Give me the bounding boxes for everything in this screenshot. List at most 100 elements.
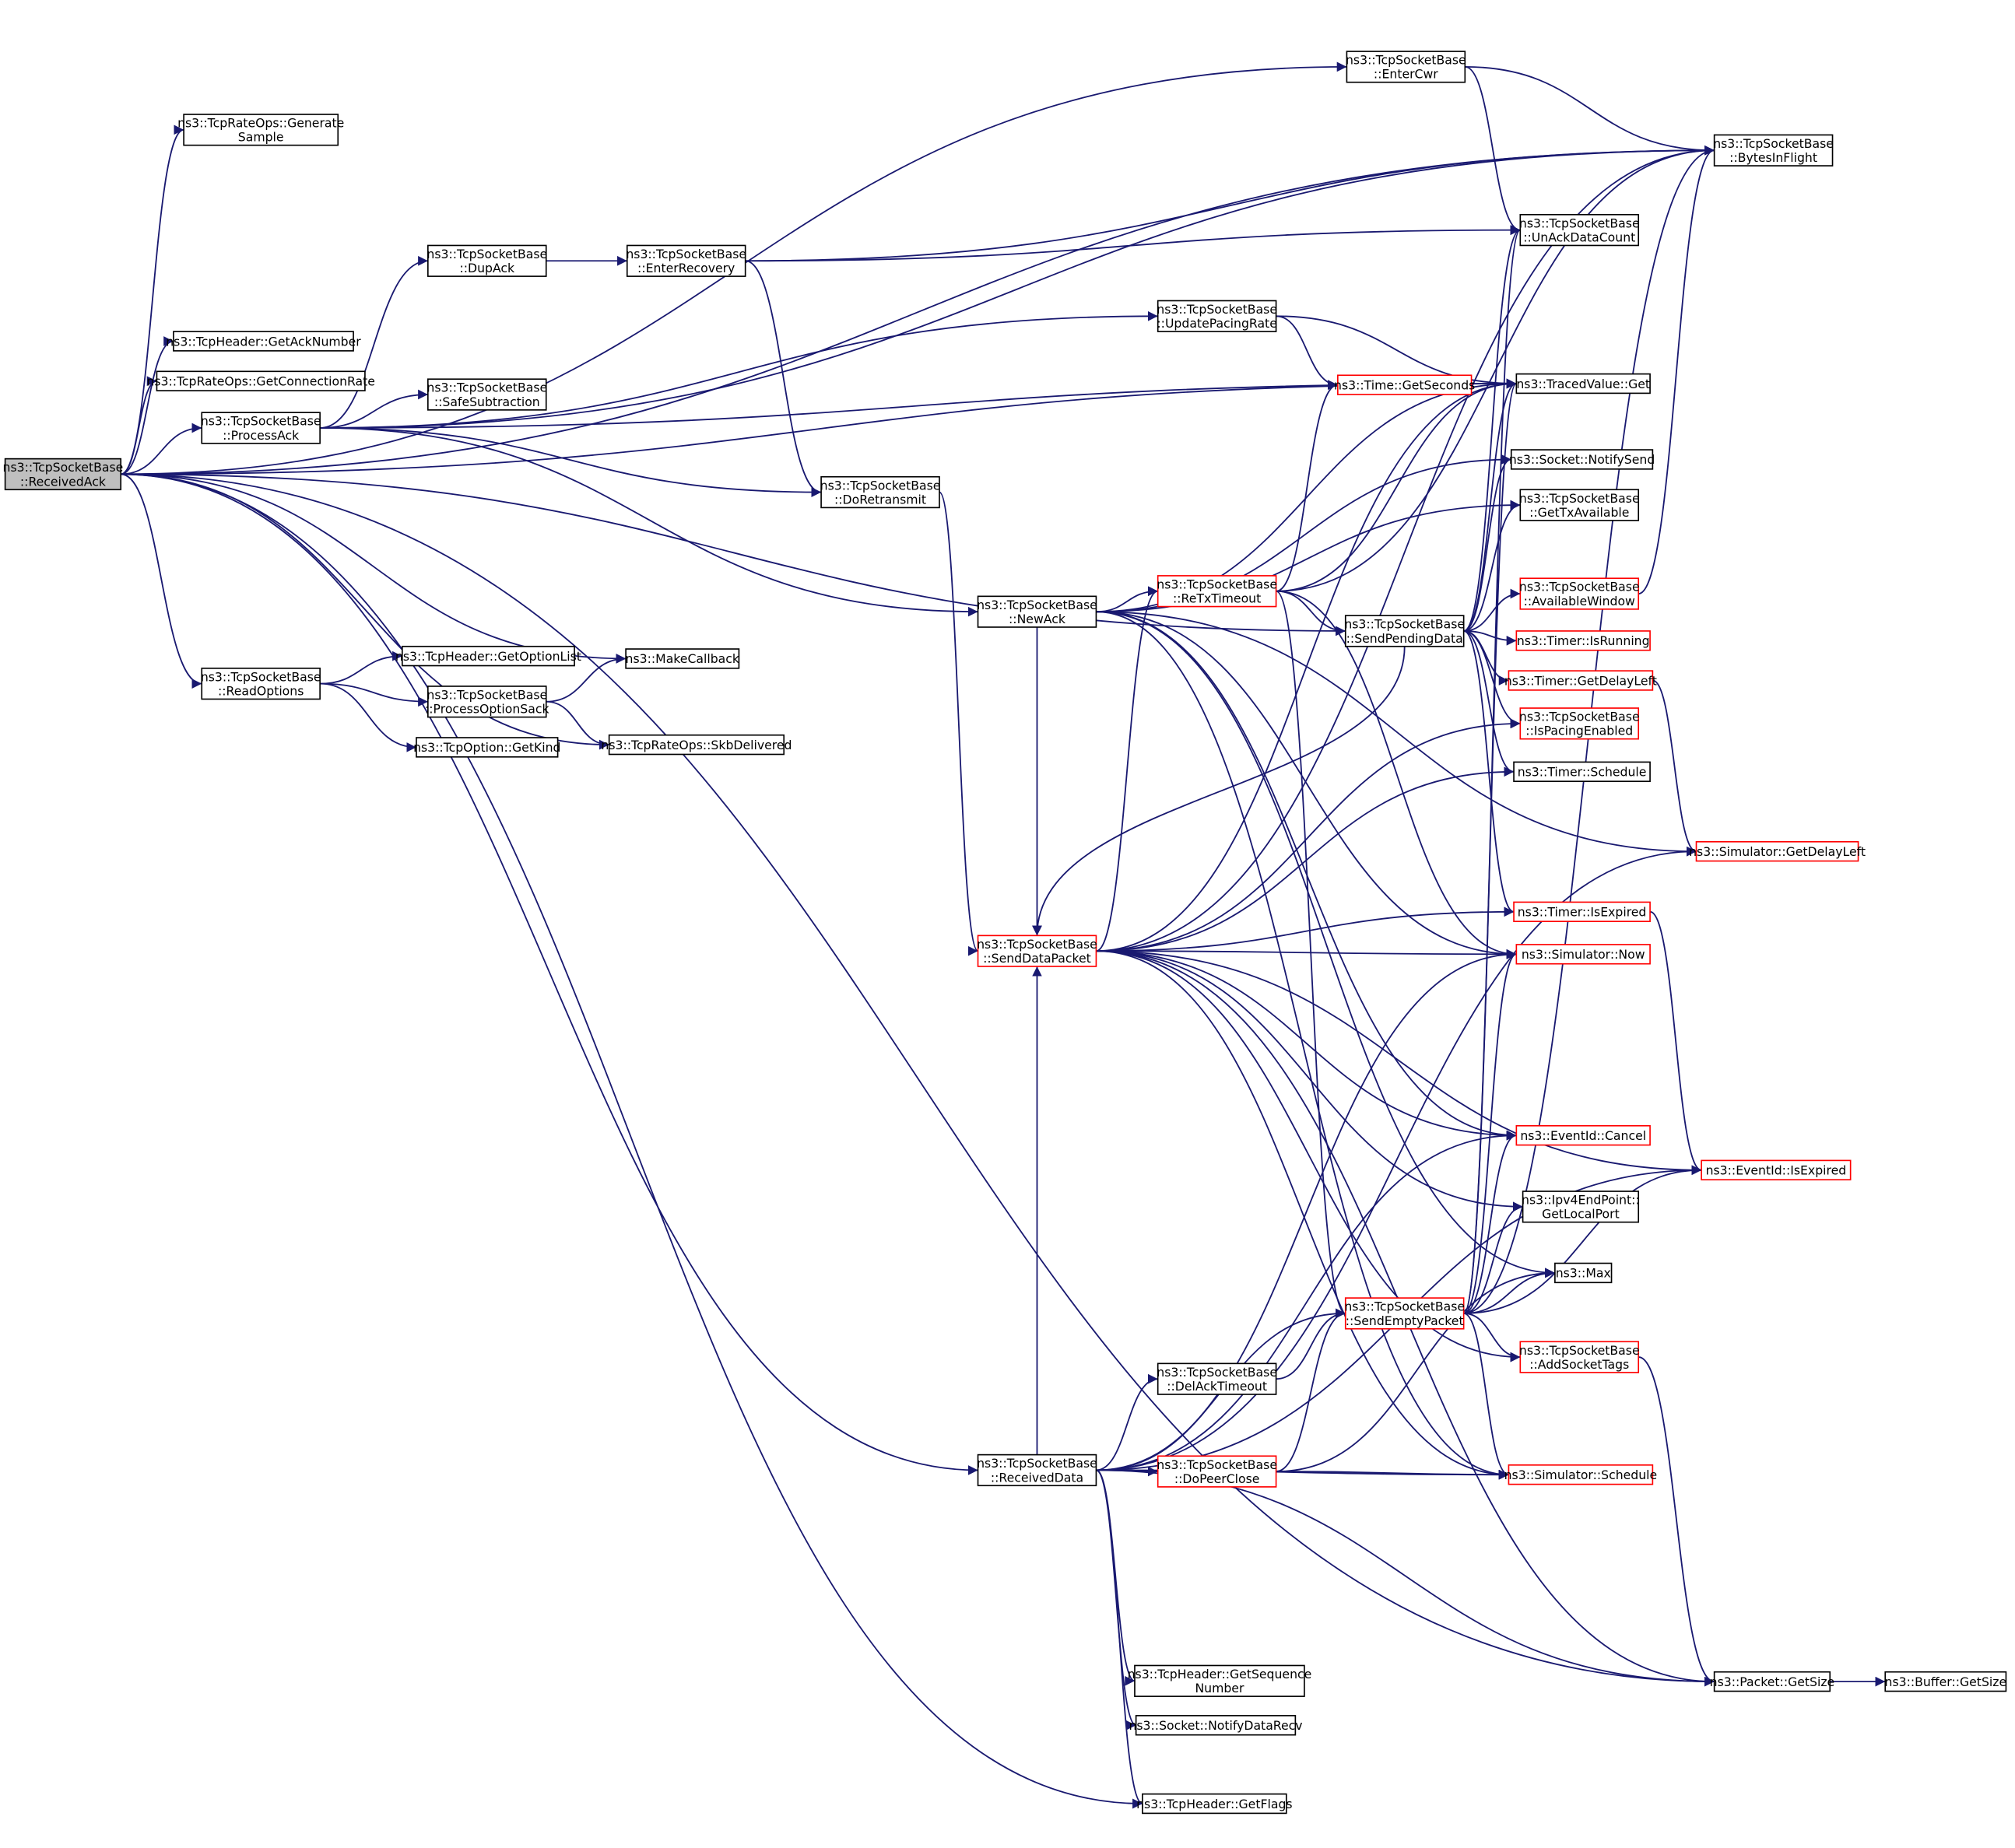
edge-receivedack-to-bytesinflight [121, 145, 1715, 475]
node-saferubtraction[interactable]: ns3::TcpSocketBase::SafeSubtraction [427, 378, 547, 411]
edge-senddatapacket-to-retxtimeout [1096, 586, 1158, 952]
node-box [1508, 670, 1654, 691]
node-getseconds[interactable]: ns3::Time::GetSeconds [1334, 374, 1475, 395]
node-buffergetsize[interactable]: ns3::Buffer::GetSize [1884, 1671, 2007, 1692]
edge-readoptions-to-getkind [320, 682, 416, 752]
node-entercwr[interactable]: ns3::TcpSocketBase::EnterCwr [1346, 51, 1466, 83]
node-notifysend[interactable]: ns3::Socket::NotifySend [1509, 449, 1655, 470]
node-delacktimeout[interactable]: ns3::TcpSocketBase::DelAckTimeout [1157, 1362, 1277, 1395]
edge-senddatapacket-to-simschedule [1096, 950, 1509, 1480]
node-tracedvalueget[interactable]: ns3::TracedValue::Get [1515, 373, 1651, 394]
node-sendpendingdata[interactable]: ns3::TcpSocketBase::SendPendingData [1344, 615, 1465, 647]
node-label: ::DoPeerClose [1174, 1471, 1260, 1486]
node-box [427, 244, 547, 277]
node-eventcancel[interactable]: ns3::EventId::Cancel [1515, 1124, 1651, 1146]
node-label: ns3::TcpSocketBase [3, 460, 124, 475]
node-box [820, 475, 940, 509]
node-max[interactable]: ns3::Max [1554, 1262, 1613, 1284]
node-label: ns3::Simulator::Schedule [1504, 1468, 1658, 1482]
node-label: ::SafeSubtraction [434, 394, 540, 409]
edge-sendpendingdata-to-notifysend [1463, 454, 1512, 632]
edge-enterrecovery-to-unackdatacount [745, 225, 1521, 262]
node-receiveddata[interactable]: ns3::TcpSocketBase::ReceivedData [977, 1454, 1097, 1487]
node-eventisexpired[interactable]: ns3::EventId::IsExpired [1701, 1159, 1852, 1180]
node-getkind[interactable]: ns3::TcpOption::GetKind [413, 737, 560, 758]
node-timergetdelayleft[interactable]: ns3::Timer::GetDelayLeft [1504, 670, 1657, 691]
node-doretransmit[interactable]: ns3::TcpSocketBase::DoRetransmit [820, 475, 941, 509]
node-getacknumber[interactable]: ns3::TcpHeader::GetAckNumber [166, 331, 361, 352]
node-skbdelivered[interactable]: ns3::TcpRateOps::SkbDelivered [601, 734, 792, 756]
node-timerschedule[interactable]: ns3::Timer::Schedule [1513, 761, 1651, 782]
node-unackdatacount[interactable]: ns3::TcpSocketBase::UnAckDataCount [1519, 213, 1640, 247]
node-box [977, 1454, 1097, 1487]
edge-updatepacingrate-to-tracedvalueget [1276, 315, 1517, 389]
node-updatepacingrate[interactable]: ns3::TcpSocketBase::UpdatePacingRate [1157, 300, 1277, 332]
node-simschedule[interactable]: ns3::Simulator::Schedule [1504, 1464, 1658, 1485]
node-ispacingenabled[interactable]: ns3::TcpSocketBase::IsPacingEnabled [1519, 707, 1640, 740]
node-simgetdelayleft[interactable]: ns3::Simulator::GetDelayLeft [1689, 840, 1866, 862]
node-dopeerclose[interactable]: ns3::TcpSocketBase::DoPeerClose [1157, 1455, 1277, 1488]
node-getconnectionrate[interactable]: ns3::TcpRateOps::GetConnectionRate [146, 370, 375, 391]
node-label: ns3::Max [1556, 1266, 1611, 1281]
edge-sendpendingdata-to-timerisexpired [1463, 630, 1515, 917]
node-box [416, 737, 559, 758]
node-availablewindow[interactable]: ns3::TcpSocketBase::AvailableWindow [1519, 577, 1640, 610]
node-senddatapacket[interactable]: ns3::TcpSocketBase::SendDataPacket [977, 935, 1097, 967]
node-box [1157, 1362, 1277, 1395]
node-gettxavailable[interactable]: ns3::TcpSocketBase::GetTxAvailable [1519, 489, 1640, 521]
node-label: ns3::TcpSocketBase [977, 598, 1097, 612]
node-enterrecovery[interactable]: ns3::TcpSocketBase::EnterRecovery [626, 244, 746, 277]
node-timerisexpired[interactable]: ns3::Timer::IsExpired [1513, 901, 1651, 923]
node-packetgetsize[interactable]: ns3::Packet::GetSize [1710, 1671, 1835, 1692]
node-timerisrunning[interactable]: ns3::Timer::IsRunning [1515, 630, 1651, 651]
node-box [201, 668, 321, 700]
node-label: ::IsPacingEnabled [1525, 724, 1633, 738]
edge-sendemptypacket-to-simnow [1463, 949, 1517, 1314]
node-label: ns3::Time::GetSeconds [1334, 377, 1475, 392]
edge-processack-to-updatepacingrate [320, 310, 1158, 429]
node-label: ns3::Timer::IsRunning [1517, 633, 1650, 648]
node-label: ns3::TcpSocketBase [1157, 1365, 1277, 1380]
node-label: ns3::TcpSocketBase [1519, 216, 1640, 230]
node-retxtimeout[interactable]: ns3::TcpSocketBase::ReTxTimeout [1157, 575, 1277, 608]
node-notifydatarecv[interactable]: ns3::Socket::NotifyDataRecv [1129, 1715, 1303, 1736]
node-newack[interactable]: ns3::TcpSocketBase::NewAck [977, 595, 1097, 628]
node-addsockettags[interactable]: ns3::TcpSocketBase::AddSocketTags [1519, 1341, 1640, 1373]
node-getlocalport[interactable]: ns3::Ipv4EndPoint::GetLocalPort [1522, 1191, 1640, 1223]
node-label: ns3::TcpSocketBase [427, 380, 547, 395]
node-readoptions[interactable]: ns3::TcpSocketBase::ReadOptions [201, 668, 321, 700]
edge-entercwr-to-bytesinflight [1465, 65, 1715, 156]
edge-delacktimeout-to-sendemptypacket [1276, 1308, 1346, 1380]
node-receivedack[interactable]: ns3::TcpSocketBase::ReceivedAck [3, 458, 124, 491]
node-label: Sample [238, 130, 284, 145]
node-label: ::ReadOptions [218, 684, 304, 699]
edge-processack-to-tracedvalueget [320, 378, 1517, 429]
node-box [1519, 1341, 1640, 1373]
edge-senddatapacket-to-eventcancel [1096, 950, 1517, 1141]
node-box [608, 734, 785, 756]
edge-dopeerclose-to-sendemptypacket [1276, 1308, 1346, 1472]
edge-receiveddata-to-packetgetsize [1096, 1469, 1715, 1687]
node-label: ns3::TcpSocketBase [201, 414, 321, 429]
node-box [201, 412, 321, 444]
node-dupack[interactable]: ns3::TcpSocketBase::DupAck [427, 244, 547, 277]
edge-sendemptypacket-to-simschedule [1463, 1313, 1509, 1480]
node-label: ns3::TcpSocketBase [977, 1456, 1097, 1471]
node-getoptionlist[interactable]: ns3::TcpHeader::GetOptionList [395, 645, 581, 667]
edge-receiveddata-to-delacktimeout [1096, 1373, 1158, 1471]
edge-retxtimeout-to-getseconds [1276, 380, 1339, 592]
node-processoptionsack[interactable]: ns3::TcpSocketBase::ProcessOptionSack [425, 686, 549, 718]
node-label: ::ProcessAck [223, 428, 300, 443]
node-sendemptypacket[interactable]: ns3::TcpSocketBase::SendEmptyPacket [1344, 1297, 1465, 1330]
node-label: ns3::TcpSocketBase [1519, 580, 1640, 594]
node-bytesinflight[interactable]: ns3::TcpSocketBase::BytesInFlight [1713, 134, 1834, 167]
node-makecallback[interactable]: ns3::MakeCallback [625, 648, 740, 669]
edge-sendpendingdata-to-timerisrunning [1463, 630, 1517, 646]
edge-dopeerclose-to-max [1276, 1268, 1555, 1472]
node-processack[interactable]: ns3::TcpSocketBase::ProcessAck [201, 412, 321, 444]
node-simnow[interactable]: ns3::Simulator::Now [1515, 944, 1651, 965]
node-getflags[interactable]: ns3::TcpHeader::GetFlags [1136, 1793, 1293, 1815]
node-label: ns3::TcpSocketBase [201, 669, 321, 684]
